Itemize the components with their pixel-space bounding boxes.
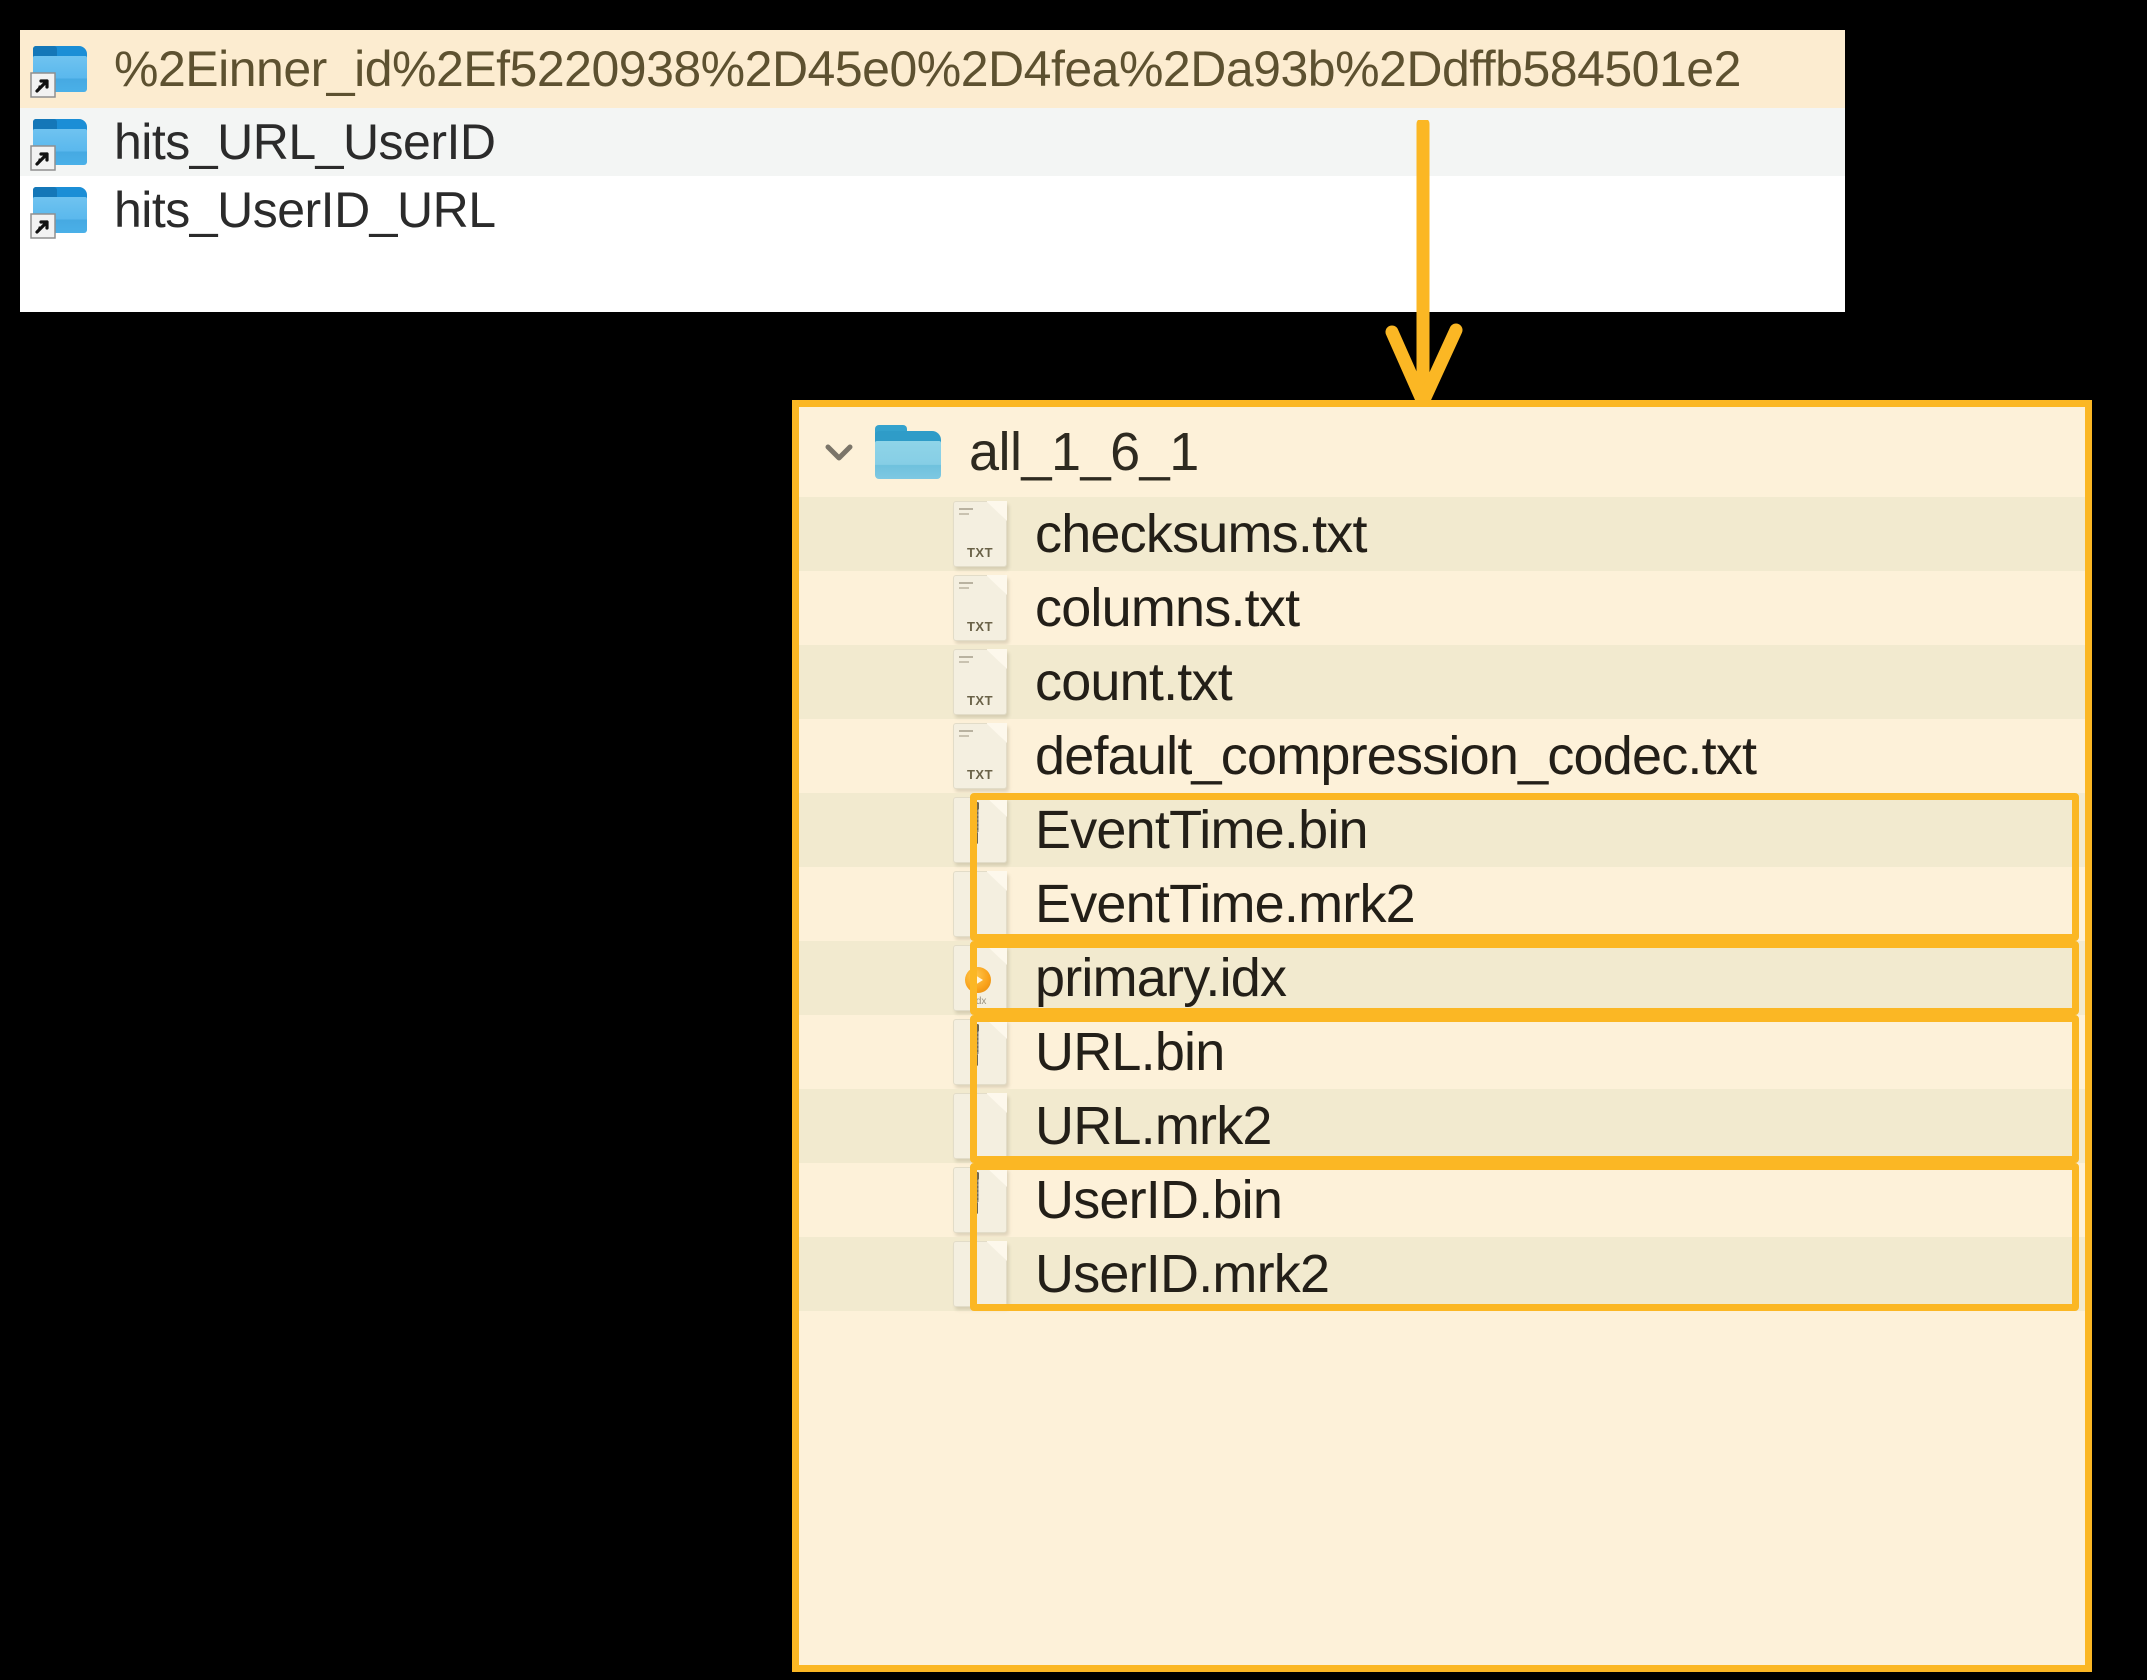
tree-file-row[interactable]: UserID.mrk2	[799, 1237, 2085, 1311]
txt-file-icon: TXT	[947, 723, 1013, 789]
folder-icon	[875, 425, 941, 479]
tree-root-row[interactable]: all_1_6_1	[799, 407, 2085, 497]
list-item[interactable]: %2Einner_id%2Ef5220938%2D45e0%2D4fea%2Da…	[20, 30, 1845, 108]
tree-file-row[interactable]: UserID.bin	[799, 1163, 2085, 1237]
blue-folder-shortcut-icon	[30, 185, 88, 239]
tree-file-label: EventTime.mrk2	[1035, 874, 1416, 934]
tree-file-label: UserID.mrk2	[1035, 1244, 1330, 1304]
tree-file-row[interactable]: idx primary.idx	[799, 941, 2085, 1015]
txt-file-icon: TXT	[947, 575, 1013, 641]
bin-file-icon	[947, 797, 1013, 863]
tree-file-label: UserID.bin	[1035, 1170, 1283, 1230]
list-item[interactable]: hits_UserID_URL	[20, 176, 1845, 244]
txt-file-icon: TXT	[947, 501, 1013, 567]
blank-file-icon	[947, 871, 1013, 937]
tree-root-label: all_1_6_1	[969, 422, 1199, 482]
tree-file-label: URL.mrk2	[1035, 1096, 1272, 1156]
tree-file-row[interactable]: EventTime.mrk2	[799, 867, 2085, 941]
list-item-label: hits_UserID_URL	[114, 182, 496, 238]
bin-file-icon	[947, 1019, 1013, 1085]
tree-file-row[interactable]: EventTime.bin	[799, 793, 2085, 867]
part-directory-tree: all_1_6_1 TXT checksums.txt TXT columns.…	[792, 400, 2092, 1672]
bin-file-icon	[947, 1167, 1013, 1233]
tree-file-label: EventTime.bin	[1035, 800, 1369, 860]
list-item-label: %2Einner_id%2Ef5220938%2D45e0%2D4fea%2Da…	[114, 41, 1741, 97]
txt-file-icon: TXT	[947, 649, 1013, 715]
blue-folder-shortcut-icon	[30, 44, 88, 98]
blank-file-icon	[947, 1241, 1013, 1307]
tree-file-row[interactable]: TXT default_compression_codec.txt	[799, 719, 2085, 793]
tree-file-row[interactable]: TXT columns.txt	[799, 571, 2085, 645]
idx-file-icon: idx	[947, 945, 1013, 1011]
tree-file-label: URL.bin	[1035, 1022, 1225, 1082]
tree-file-label: primary.idx	[1035, 948, 1287, 1008]
list-item[interactable]: hits_URL_UserID	[20, 108, 1845, 176]
chevron-down-icon[interactable]	[817, 430, 861, 474]
list-item-label: hits_URL_UserID	[114, 114, 496, 170]
tree-file-row[interactable]: TXT count.txt	[799, 645, 2085, 719]
tree-file-label: default_compression_codec.txt	[1035, 726, 1757, 786]
tree-file-row[interactable]: URL.bin	[799, 1015, 2085, 1089]
tree-file-label: columns.txt	[1035, 578, 1300, 638]
tree-file-row[interactable]: TXT checksums.txt	[799, 497, 2085, 571]
tree-file-label: checksums.txt	[1035, 504, 1368, 564]
tree-file-label: count.txt	[1035, 652, 1233, 712]
blue-folder-shortcut-icon	[30, 117, 88, 171]
blank-file-icon	[947, 1093, 1013, 1159]
directory-shortcut-list: %2Einner_id%2Ef5220938%2D45e0%2D4fea%2Da…	[20, 30, 1845, 312]
tree-file-row[interactable]: URL.mrk2	[799, 1089, 2085, 1163]
